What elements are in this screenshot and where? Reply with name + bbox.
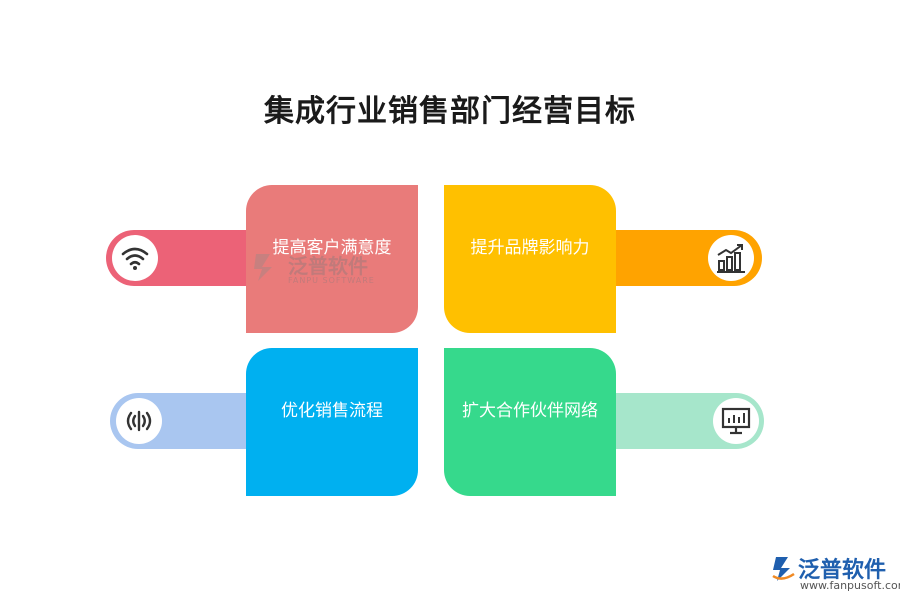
- watermark: 泛普软件 FANPU SOFTWARE: [248, 250, 398, 290]
- watermark-sub: FANPU SOFTWARE: [288, 276, 375, 285]
- brand-logo: 泛普软件 www.fanpusoft.com: [770, 552, 900, 596]
- card-item-4-label: 扩大合作伙伴网络: [462, 401, 598, 421]
- wifi-icon: [112, 235, 158, 281]
- watermark-name: 泛普软件: [288, 254, 368, 278]
- card-item-2: 提升品牌影响力: [444, 185, 616, 333]
- diagram-title: 集成行业销售部门经营目标: [264, 94, 636, 129]
- card-item-2-label: 提升品牌影响力: [470, 238, 590, 258]
- card-item-1: 提高客户满意度: [246, 185, 418, 333]
- card-item-3: 优化销售流程: [246, 348, 418, 496]
- logo-name: 泛普软件: [798, 558, 887, 583]
- logo-url: www.fanpusoft.com: [800, 579, 900, 592]
- broadcast-icon: [116, 398, 162, 444]
- monitor-chart-icon: [713, 398, 759, 444]
- card-item-3-label: 优化销售流程: [281, 401, 383, 421]
- bar-chart-icon: [708, 235, 754, 281]
- card-item-1-label: 提高客户满意度: [272, 238, 392, 258]
- card-item-4: 扩大合作伙伴网络: [444, 348, 616, 496]
